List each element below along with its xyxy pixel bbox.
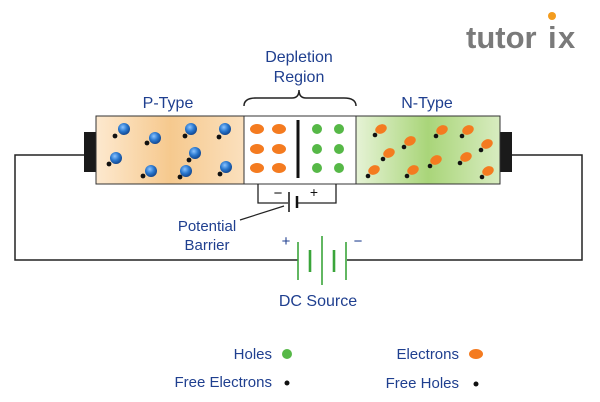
electron [272,124,286,134]
potential-barrier-label-line1: Potential [178,218,236,235]
battery-plus-sign: + [282,233,291,250]
p-atom [144,132,161,146]
logo-accent-dot [548,12,556,20]
barrier-minus-sign: − [274,185,283,202]
p-type-label: P-Type [143,95,194,112]
hole [334,144,344,154]
left-wire [14,154,298,261]
legend-electrons-label: Electrons [396,346,459,363]
electron [250,144,264,154]
p-atom [112,123,130,139]
electron [272,163,286,173]
depletion-electrons [250,124,286,173]
logo-text-i: i [548,20,557,55]
p-atom [177,165,192,180]
p-atom [182,123,197,139]
n-type-carriers [365,124,494,180]
p-atom [140,165,157,179]
logo-text-start: tutor [466,20,537,55]
n-type-label: N-Type [401,95,453,112]
hole [334,124,344,134]
p-atom [186,147,201,163]
barrier-plus-sign: + [310,184,318,200]
battery-minus-sign: − [354,233,363,250]
n-electron [380,148,395,162]
legend-free-holes-label: Free Holes [386,375,459,392]
barrier-bracket-left [257,184,288,204]
n-electron [372,124,387,138]
hole [312,163,322,173]
legend-free-electrons-label: Free Electrons [174,374,272,391]
hole [312,124,322,134]
tutorix-logo: tutor i x [466,12,576,55]
electron [272,144,286,154]
n-electron [427,155,442,169]
electron [250,163,264,173]
legend-electrons-swatch [469,349,483,359]
p-type-carriers [106,123,232,180]
dc-battery [297,236,347,285]
left-terminal [84,132,96,172]
legend: Holes Electrons Free Electrons Free Hole… [174,346,483,392]
right-wire [347,154,583,261]
legend-free-holes-swatch [473,381,479,387]
depletion-region-label-line2: Region [274,69,325,86]
legend-holes-swatch [282,349,292,359]
legend-holes-label: Holes [234,346,272,363]
n-electron [401,136,416,150]
hole [334,163,344,173]
hole [312,144,322,154]
p-atom [217,161,232,177]
logo-text-end: x [558,20,576,55]
legend-free-electrons-swatch [284,380,290,386]
depletion-holes [312,124,344,173]
p-atom [216,123,231,140]
n-electron [459,125,474,139]
n-type-region [355,115,501,185]
depletion-brace [243,89,357,107]
potential-barrier-label-line2: Barrier [184,237,229,254]
n-electron [478,139,493,153]
p-atom [106,152,122,167]
n-electron [479,166,494,180]
n-electron [457,152,472,166]
depletion-region-label-line1: Depletion [265,49,333,66]
barrier-bracket-right [298,184,337,204]
right-terminal [500,132,512,172]
n-electron [433,125,448,139]
n-electron [365,165,380,179]
electron [250,124,264,134]
barrier-pointer-line [239,205,285,221]
dc-source-label: DC Source [279,293,357,310]
n-electron [404,165,419,179]
